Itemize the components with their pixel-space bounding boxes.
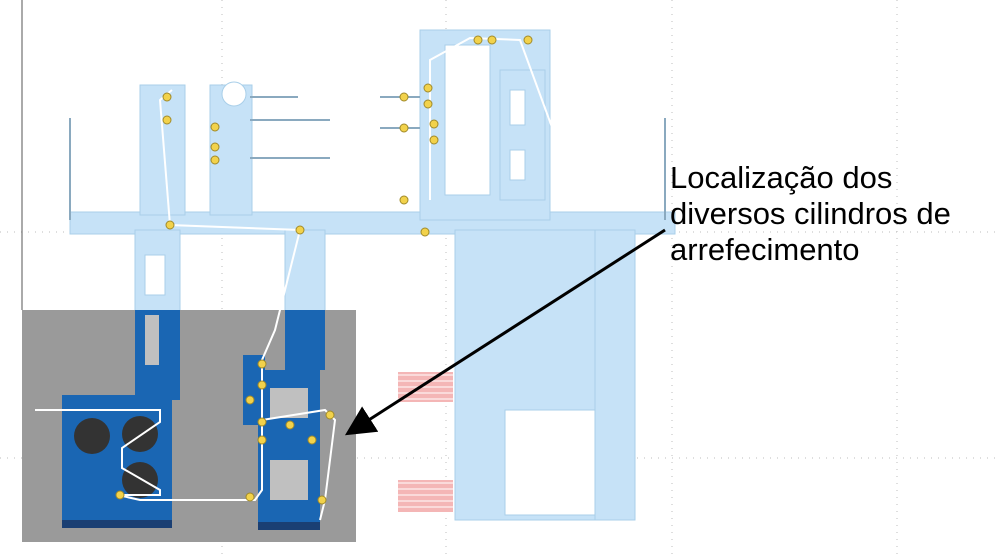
roller-group bbox=[115, 35, 533, 505]
annotation-line: diversos cilindros de bbox=[670, 196, 951, 231]
web-path bbox=[35, 89, 302, 501]
arrow-icon bbox=[344, 228, 666, 436]
lower-machine-right bbox=[243, 310, 325, 530]
cooling-roller-icon bbox=[122, 416, 158, 452]
frame-rods bbox=[69, 96, 666, 220]
annotation-line: arrefecimento bbox=[670, 232, 860, 267]
cooling-roller-icon bbox=[122, 462, 158, 498]
web-path bbox=[261, 408, 337, 521]
cooling-roller-icon bbox=[74, 418, 110, 454]
upper-frame-cutouts bbox=[144, 44, 596, 516]
annotation-label: Localização dos diversos cilindros de ar… bbox=[670, 160, 990, 268]
pink-marker bbox=[398, 480, 453, 512]
annotation-line: Localização dos bbox=[670, 160, 893, 195]
